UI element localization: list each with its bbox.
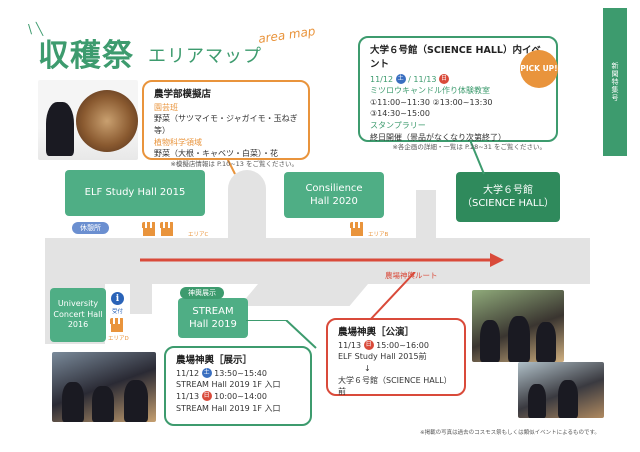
concert-hall-label-3: 2016 [67,320,89,330]
stream-hall-label-2: Hall 2019 [189,319,237,330]
science-callout-event1: ミツロウキャンドル作り体験教室 [370,86,490,96]
science-callout-date-sep: / 11/13 [408,74,437,84]
parade-route-arrow [140,253,504,267]
festival-photo-bottom-right [518,362,604,418]
parade-callout-title: 農場神輿［公演］ [338,327,415,338]
agri-callout-title: 農学部模擬店 [154,89,212,100]
parade-from: ELF Study Hall 2015前 [338,352,427,362]
elf-study-hall-label: ELF Study Hall 2015 [84,187,186,199]
science-hall-label-1: 大学６号館 [483,184,533,196]
stall-area-label: エリアD [108,336,129,342]
saturday-badge: 土 [201,368,212,379]
page-subtitle: エリアマップ [148,46,262,67]
science-callout-event2: スタンプラリー [370,120,426,130]
title-decoration: area map [257,24,317,46]
exhibit-callout-pointer [246,320,317,349]
exhibit-d2-time: 10:00~14:00 [214,391,267,401]
exhibit-d1-time: 13:50~15:40 [214,368,267,378]
agri-stall-callout: 農学部模擬店 園芸班 野菜（サツマイモ・ジャガイモ・玉ねぎ等） 植物科学領域 野… [142,80,310,168]
stall-icon [142,222,156,236]
exhibit-label: 神輿展示 [180,287,224,299]
science-callout-event2-detail: 終日開催（景品がなくなり次第終了） [370,132,506,142]
sidebar-tab: 新聞特集号 [603,8,627,156]
pickup-badge: PICK UP! [520,50,558,88]
parade-date: 11/13 [338,340,362,350]
saturday-badge: 土 [395,74,406,85]
exhibit-d1-place: STREAM Hall 2019 1F 入口 [176,380,281,390]
page-title: 収穫祭 [38,38,134,74]
info-icon[interactable]: i [111,292,124,305]
science-hall-label-2: （SCIENCE HALL） [461,198,555,209]
agri-callout-line4: 野菜（大根・キャベツ・白菜）・花 [154,149,278,159]
science-hall[interactable]: 大学６号館 （SCIENCE HALL） [456,172,560,222]
sunday-badge: 日 [363,340,374,351]
diagonal-road [239,284,368,306]
festival-photo-top-right [472,290,564,362]
agri-callout-line3: 植物科学領域 [154,137,202,147]
parade-callout: 農場神輿［公演］ 11/13 日 15:00~16:00 ELF Study H… [326,318,466,396]
rest-area-label: 休憩所 [72,222,109,234]
agri-callout-note: ※模擬店情報は P.10~13 をご覧ください。 [170,159,298,168]
stall-area-label: エリアB [368,232,389,238]
exhibit-callout: 農場神輿［展示］ 11/12 土 13:50~15:40 STREAM Hall… [164,346,312,426]
elf-study-hall[interactable]: ELF Study Hall 2015 [65,170,205,216]
consilience-hall[interactable]: Consilience Hall 2020 [284,172,384,218]
science-callout-note: ※各企画の詳細・一覧は P.28~31 をご覧ください。 [392,143,546,152]
photo-footnote: ※掲載の写真は過去のコスモス祭もしくは類似イベントによるものです。 [420,430,600,436]
exhibit-d2-date: 11/13 [176,391,200,401]
consilience-hall-label-1: Consilience [305,182,363,194]
sunday-badge: 日 [201,391,212,402]
science-callout-pointer [470,140,485,175]
drum-photo [38,80,138,160]
stall-area-label: エリアC [188,232,209,238]
sunday-badge: 日 [439,74,449,85]
vertical-road-right [416,190,436,240]
consilience-hall-label-2: Hall 2020 [310,196,358,207]
exhibit-d1-date: 11/12 [176,368,200,378]
stall-icon [160,222,174,236]
stall-icon [350,222,364,236]
parade-time: 15:00~16:00 [376,340,429,350]
agri-callout-line2: 野菜（サツマイモ・ジャガイモ・玉ねぎ等） [154,114,298,135]
info-label: 受付 [112,309,124,315]
science-hall-callout: 大学６号館（SCIENCE HALL）内イベント 11/12 土 / 11/13… [358,36,558,151]
science-callout-times: ①11:00~11:30 ②13:00~13:30 ③14:30~15:00 [370,97,493,119]
concert-hall-label-1: University [57,298,99,308]
science-callout-title: 大学６号館（SCIENCE HALL）内イベント [370,45,541,70]
stall-icon [110,318,124,332]
science-callout-date-a: 11/12 [370,74,394,84]
agri-callout-pointer [205,138,236,175]
concert-hall-label-2: Concert Hall [53,309,103,319]
exhibit-d2-place: STREAM Hall 2019 1F 入口 [176,403,281,413]
curve-road [228,170,266,240]
stream-hall-label-1: STREAM [192,305,234,317]
parade-to: 大学６号館（SCIENCE HALL）前 [338,375,452,397]
vertical-road-bottom [130,284,152,314]
concert-hall[interactable]: University Concert Hall 2016 [50,288,106,342]
exhibit-callout-title: 農場神輿［展示］ [176,355,253,366]
festival-photo-bottom-left [52,352,156,422]
agri-callout-line1: 園芸班 [154,102,178,112]
parade-callout-pointer [370,272,416,321]
parade-arrow: ↓ [364,363,371,373]
sparkle-icon: \ ╲ [28,22,44,36]
stream-hall[interactable]: STREAM Hall 2019 [178,298,248,338]
